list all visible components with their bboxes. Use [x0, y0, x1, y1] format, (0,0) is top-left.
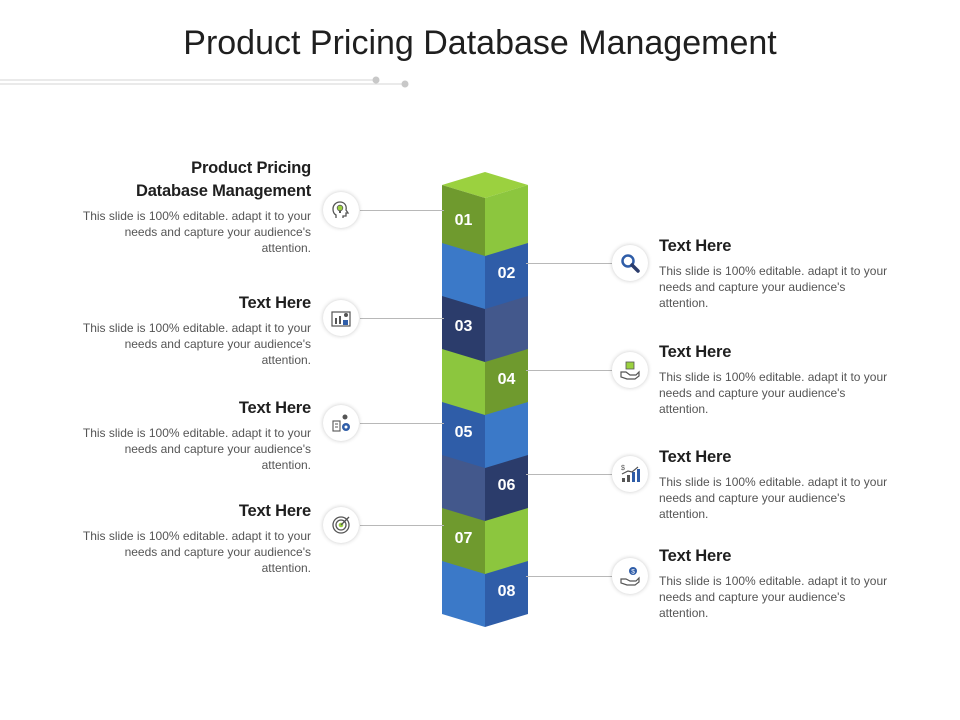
cube-left-face — [442, 238, 485, 309]
cube-left-face — [442, 450, 485, 521]
text-block-body: This slide is 100% editable. adapt it to… — [82, 321, 311, 367]
cube-left-face — [442, 503, 485, 574]
hand-box-icon-circle — [612, 352, 648, 388]
text-block-body: This slide is 100% editable. adapt it to… — [659, 475, 888, 521]
text-block-heading: Text Here — [659, 448, 732, 466]
cube-right-face — [485, 291, 528, 362]
text-block-body: This slide is 100% editable. adapt it to… — [82, 209, 311, 255]
hand-box-icon — [619, 359, 641, 381]
text-block-body: This slide is 100% editable. adapt it to… — [82, 426, 311, 472]
connector-line — [360, 525, 444, 526]
magnifier-icon-circle — [612, 245, 648, 281]
cube-number-label: 07 — [455, 530, 473, 547]
connector-line — [526, 576, 612, 577]
head-lightbulb-icon — [330, 199, 352, 221]
text-block-body: This slide is 100% editable. adapt it to… — [82, 529, 311, 575]
hand-coin-icon: $ — [619, 565, 641, 587]
connector-line — [526, 474, 612, 475]
cube-number-label: 02 — [498, 265, 516, 282]
connector-line — [526, 263, 612, 264]
cube-right-face — [485, 503, 528, 574]
analytics-board-icon — [330, 307, 352, 329]
hand-coin-icon-circle: $ — [612, 558, 648, 594]
growth-chart-icon-circle: $ — [612, 456, 648, 492]
cube-left-face — [442, 556, 485, 627]
text-block-body: This slide is 100% editable. adapt it to… — [659, 370, 888, 416]
cube-right-face — [485, 397, 528, 468]
text-block-heading: Product Pricing Database Management — [135, 159, 311, 200]
slide-title: Product Pricing Database Management — [183, 24, 777, 62]
svg-text:$: $ — [621, 465, 625, 472]
cube-number-label: 05 — [455, 424, 473, 441]
connector-line — [526, 370, 612, 371]
cube-number-label: 01 — [455, 212, 473, 229]
presenter-settings-icon — [330, 412, 352, 434]
presenter-settings-icon-circle — [323, 405, 359, 441]
cube-left-face — [442, 291, 485, 362]
text-block-heading: Text Here — [238, 502, 311, 520]
cube-left-face — [442, 344, 485, 415]
cube-number-label: 03 — [455, 318, 473, 335]
text-block-heading: Text Here — [238, 294, 311, 312]
growth-chart-icon: $ — [619, 463, 641, 485]
svg-text:$: $ — [631, 569, 635, 576]
text-block-body: This slide is 100% editable. adapt it to… — [659, 264, 888, 310]
cube-right-face — [485, 185, 528, 256]
connector-line — [360, 423, 444, 424]
connector-line — [360, 210, 444, 211]
text-block-heading: Text Here — [238, 399, 311, 417]
decorative-divider — [0, 76, 409, 88]
target-icon-circle — [323, 507, 359, 543]
cube-01: 01 — [442, 172, 528, 256]
text-block-body: This slide is 100% editable. adapt it to… — [659, 574, 888, 620]
cube-right-face — [485, 450, 528, 521]
cube-right-face — [485, 238, 528, 309]
cube-number-label: 04 — [498, 371, 516, 388]
cube-right-face — [485, 556, 528, 627]
text-block-heading: Text Here — [659, 237, 732, 255]
cube-left-face — [442, 397, 485, 468]
text-block-heading: Text Here — [659, 547, 732, 565]
analytics-board-icon-circle — [323, 300, 359, 336]
cube-number-label: 08 — [498, 583, 516, 600]
cube-left-face — [442, 185, 485, 256]
cube-right-face — [485, 344, 528, 415]
text-block-heading: Text Here — [659, 343, 732, 361]
cube-number-label: 06 — [498, 477, 516, 494]
magnifier-icon — [619, 252, 641, 274]
head-lightbulb-icon-circle — [323, 192, 359, 228]
connector-line — [360, 318, 444, 319]
target-icon — [330, 514, 352, 536]
